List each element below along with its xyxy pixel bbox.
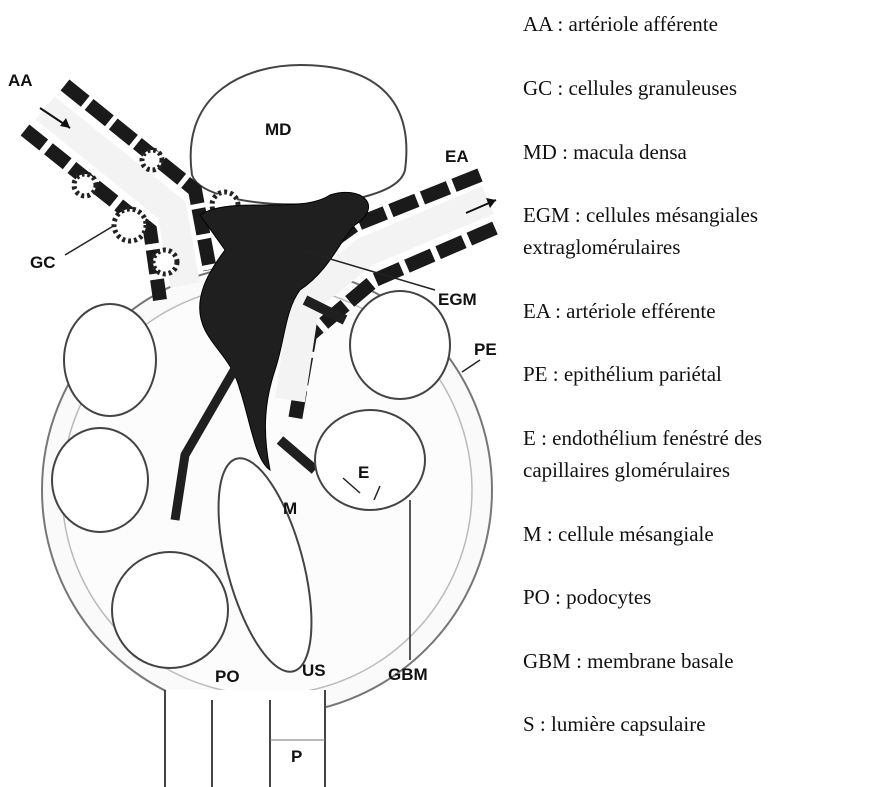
label-m: M xyxy=(283,499,297,518)
proximal-tubule xyxy=(165,690,325,787)
legend-entry-gbm: GBM : membrane basale xyxy=(523,645,889,677)
legend-entry-md: MD : macula densa xyxy=(523,136,889,168)
capillary-loop xyxy=(350,291,450,399)
label-egm: EGM xyxy=(438,290,477,309)
legend-entry-m: M : cellule mésangiale xyxy=(523,518,889,550)
legend-entry-e: E : endothélium fenéstré des xyxy=(523,422,889,454)
label-gc: GC xyxy=(30,253,56,272)
legend: AA : artériole afférente GC : cellules g… xyxy=(523,0,896,787)
label-gbm: GBM xyxy=(388,665,428,684)
label-pe: PE xyxy=(474,340,497,359)
label-ea: EA xyxy=(445,147,469,166)
legend-entry-pe: PE : epithélium pariétal xyxy=(523,358,889,390)
legend-entry-aa: AA : artériole afférente xyxy=(523,8,889,40)
granular-cells xyxy=(153,250,177,274)
label-us: US xyxy=(302,661,326,680)
legend-entry-e-cont: capillaires glomérulaires xyxy=(523,454,889,486)
granular-cells xyxy=(142,150,162,170)
legend-entry-egm: EGM : cellules mésangiales xyxy=(523,199,889,231)
legend-entry-gc: GC : cellules granuleuses xyxy=(523,72,889,104)
legend-entry-ea: EA : artériole efférente xyxy=(523,295,889,327)
callout-pe xyxy=(462,360,480,372)
granular-cells xyxy=(74,174,96,196)
label-po: PO xyxy=(215,667,240,686)
granular-cells xyxy=(114,209,146,241)
label-aa: AA xyxy=(8,71,33,90)
legend-entry-egm-cont: extraglomérulaires xyxy=(523,231,889,263)
capillary-loop xyxy=(64,304,156,416)
glomerulus-diagram: AA MD EA GC EGM PE M E PO US GBM P xyxy=(0,0,500,787)
label-p: P xyxy=(291,747,302,766)
label-md: MD xyxy=(265,120,291,139)
capillary-loop xyxy=(52,428,148,532)
callout-gc xyxy=(65,225,115,255)
legend-entry-s: S : lumière capsulaire xyxy=(523,708,889,740)
capillary-loop xyxy=(315,410,425,510)
macula-densa xyxy=(191,65,407,204)
capillary-loop xyxy=(112,552,228,668)
label-e: E xyxy=(358,463,369,482)
legend-entry-po: PO : podocytes xyxy=(523,581,889,613)
